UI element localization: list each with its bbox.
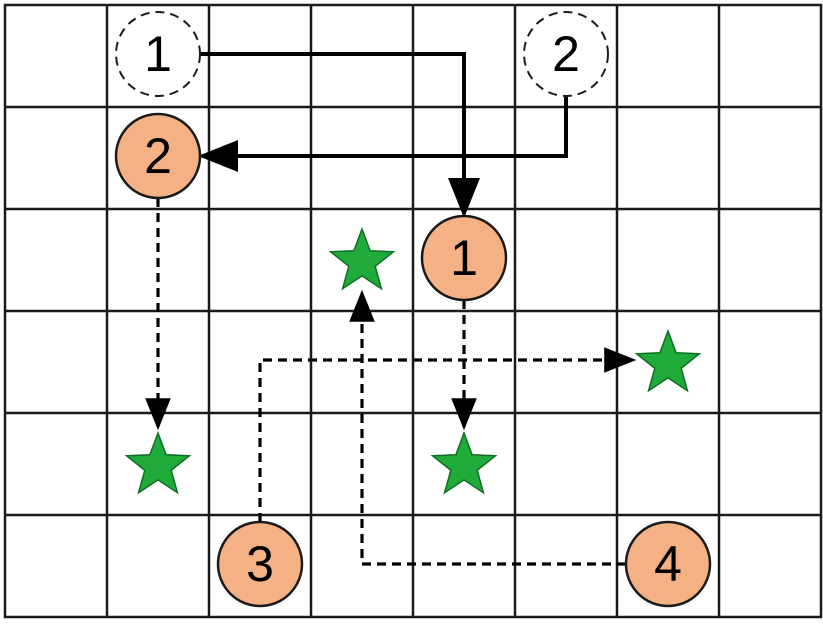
agent-circle — [624, 520, 712, 608]
dashed-path-agent-4 — [349, 289, 626, 566]
goal-star-icon — [430, 430, 498, 495]
solid-path-start-1 — [200, 52, 480, 218]
goals-layer — [124, 226, 702, 495]
start-marker-1: 1 — [115, 11, 201, 97]
dashed-path-agent-3 — [258, 347, 637, 522]
agents-layer: 2 1 3 4 — [114, 112, 712, 608]
agent-label: 1 — [450, 230, 478, 286]
agent-label: 2 — [144, 128, 172, 184]
agent-circle — [114, 112, 202, 200]
start-marker-label: 1 — [144, 26, 172, 82]
agent-circle — [216, 520, 304, 608]
agent-circle — [420, 214, 508, 302]
start-marker-label: 2 — [552, 26, 580, 82]
goal-star-icon — [124, 430, 192, 495]
agent-4: 4 — [624, 520, 712, 608]
grid-lines — [3, 3, 823, 619]
goal-star-icon — [634, 328, 702, 393]
start-marker-circle — [115, 11, 201, 97]
agent-3: 3 — [216, 520, 304, 608]
agent-label: 4 — [654, 536, 682, 592]
start-marker-2: 2 — [523, 11, 609, 97]
goal-star-icon — [328, 226, 396, 291]
agent-label: 3 — [246, 536, 274, 592]
agent-2: 2 — [114, 112, 202, 200]
paths-layer — [145, 52, 637, 566]
solid-path-start-2 — [198, 96, 568, 172]
start-marker-circle — [523, 11, 609, 97]
agent-1: 1 — [420, 214, 508, 302]
